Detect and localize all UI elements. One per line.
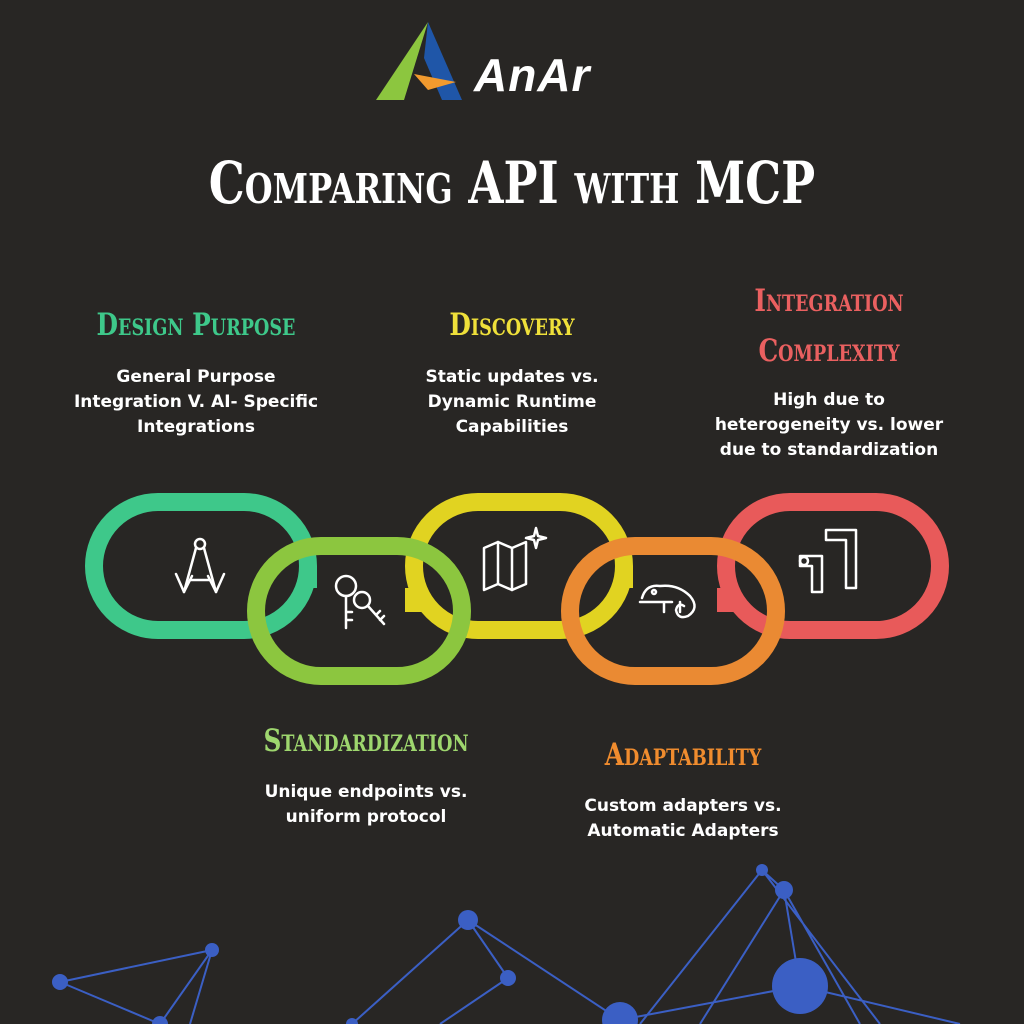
pipes-icon (798, 528, 858, 594)
design-purpose-desc-line: General Purpose (116, 367, 276, 387)
integration-complexity-description: High due to heterogeneity vs. lower due … (698, 388, 960, 463)
discovery-desc-line: Capabilities (455, 417, 569, 437)
chain-link-standardization (247, 537, 471, 685)
brand-name: AnAr (474, 49, 591, 101)
design-purpose-description: General Purpose Integration V. AI- Speci… (46, 365, 346, 440)
chain-link-integration-complexity (717, 493, 949, 639)
discovery-heading: Discovery (449, 307, 575, 343)
discovery-description: Static updates vs. Dynamic Runtime Capab… (382, 365, 642, 440)
design-purpose-heading: Design Purpose (96, 307, 296, 343)
adaptability-heading: Adaptability (604, 737, 762, 773)
discovery-desc-line: Static updates vs. (425, 367, 599, 387)
compass-drafting-icon (174, 537, 226, 594)
standardization-description: Unique endpoints vs. uniform protocol (226, 780, 506, 830)
map-sparkle-icon (482, 526, 548, 592)
network-decoration (52, 864, 961, 1024)
design-purpose-desc-line: Integrations (137, 417, 255, 437)
adaptability-description: Custom adapters vs. Automatic Adapters (548, 794, 818, 844)
discovery-desc-line: Dynamic Runtime (427, 392, 597, 412)
brand-logo: AnAr (370, 18, 660, 108)
design-purpose-desc-line: Integration V. AI- Specific (73, 392, 319, 412)
adaptability-desc-line: Custom adapters vs. (584, 796, 782, 816)
integration-complexity-desc-line: High due to (773, 390, 885, 410)
standardization-heading: Standardization (263, 723, 469, 759)
integration-complexity-heading: Integration Complexity (729, 276, 929, 376)
chain-graphic (85, 493, 949, 685)
chameleon-icon (638, 584, 696, 619)
integration-complexity-heading-line: Integration (754, 283, 904, 319)
standardization-desc-line: uniform protocol (285, 807, 447, 827)
logo-mark-icon (376, 22, 462, 100)
keys-icon (334, 574, 386, 630)
chain-link-adaptability (561, 537, 785, 685)
integration-complexity-heading-line: Complexity (758, 333, 900, 369)
integration-complexity-desc-line: heterogeneity vs. lower (714, 415, 944, 435)
standardization-desc-line: Unique endpoints vs. (264, 782, 468, 802)
integration-complexity-desc-line: due to standardization (719, 440, 939, 460)
page-title: Comparing API with MCP (208, 149, 816, 217)
adaptability-desc-line: Automatic Adapters (587, 821, 779, 841)
